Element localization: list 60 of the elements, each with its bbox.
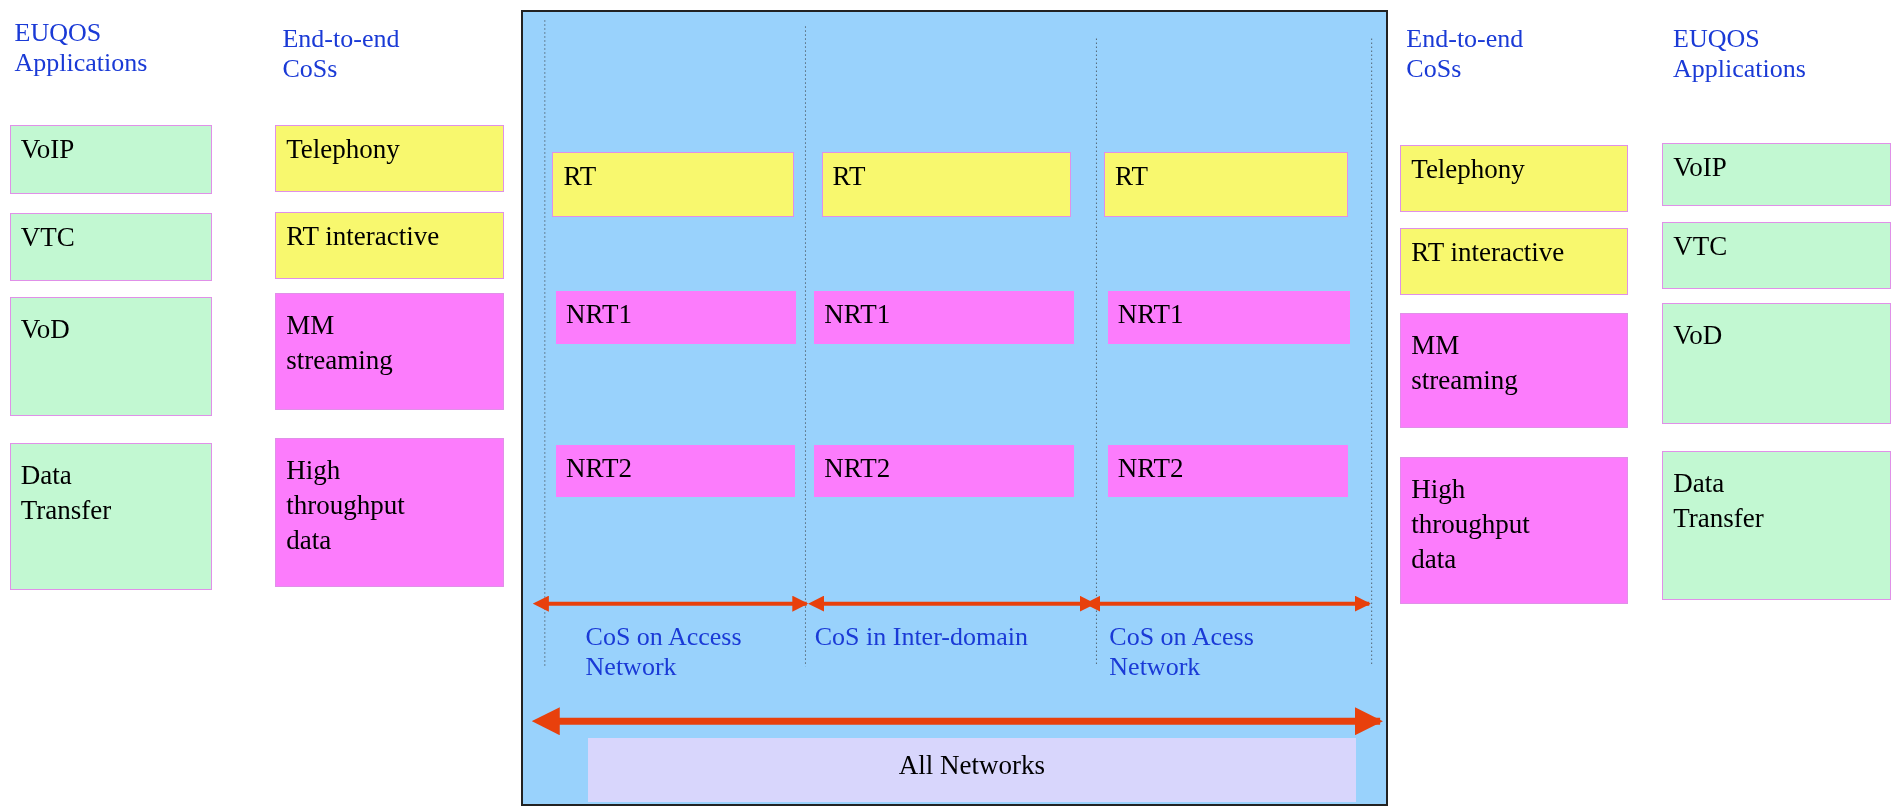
box-text: RT [563,160,598,194]
class-box [556,290,797,344]
box-text: VoD [20,313,71,347]
heading-label: End-to-end CoSs [282,24,401,84]
application-box [1662,143,1892,207]
heading-label: CoS on Acess Network [1109,621,1255,682]
application-box [9,442,213,591]
class-box [1104,152,1348,217]
box-text: NRT1 [1117,297,1185,331]
application-box [9,213,213,282]
heading-label: EUQOS Applications [1673,24,1807,84]
cos-box [275,212,505,279]
cos-box [1400,145,1629,213]
heading-label: EUQOS Applications [14,18,149,78]
class-box [552,152,794,217]
box-text: Telephony [1411,153,1526,187]
application-box [1662,451,1892,601]
box-text: Telephony [286,132,401,166]
box-text: NRT2 [566,451,633,485]
cos-box [275,124,505,192]
class-box [814,290,1074,344]
box-text: High throughput data [1411,473,1531,577]
cos-box [1400,227,1629,295]
box-text: VTC [1673,229,1729,263]
application-box [1662,303,1892,425]
box-text: All Networks [897,748,1046,782]
box-text: Data Transfer [1673,467,1765,536]
application-box [9,124,213,194]
cos-box [1400,312,1629,428]
cos-box [1400,457,1629,604]
box-text: RT [1115,160,1149,194]
box-text: RT interactive [286,220,441,254]
box-text: MM streaming [286,309,394,378]
all-networks-box [587,737,1357,803]
box-text: Data Transfer [20,458,113,527]
box-text: VoIP [20,132,76,166]
box-text: MM streaming [1411,328,1519,397]
class-box [556,444,795,497]
cos-box [275,437,505,587]
box-text: RT [832,160,867,194]
cos-box [275,293,505,410]
application-box [9,297,213,416]
box-text: NRT1 [824,297,892,331]
class-box [1107,444,1348,497]
box-text: NRT2 [1117,451,1185,485]
box-text: NRT1 [566,297,633,331]
class-box [814,444,1074,497]
box-text: VoIP [1673,151,1728,185]
box-text: NRT2 [824,451,892,485]
box-text: VTC [20,221,76,255]
box-text: VoD [1673,319,1724,353]
class-box [821,152,1072,217]
heading-label: CoS on Access Network [585,621,743,682]
network-panel [521,9,1389,807]
box-text: RT interactive [1411,235,1566,269]
class-box [1107,290,1351,344]
heading-label: CoS in Inter-domain [814,621,1029,652]
application-box [1662,221,1892,289]
box-text: High throughput data [286,453,406,557]
heading-label: End-to-end CoSs [1406,24,1525,84]
